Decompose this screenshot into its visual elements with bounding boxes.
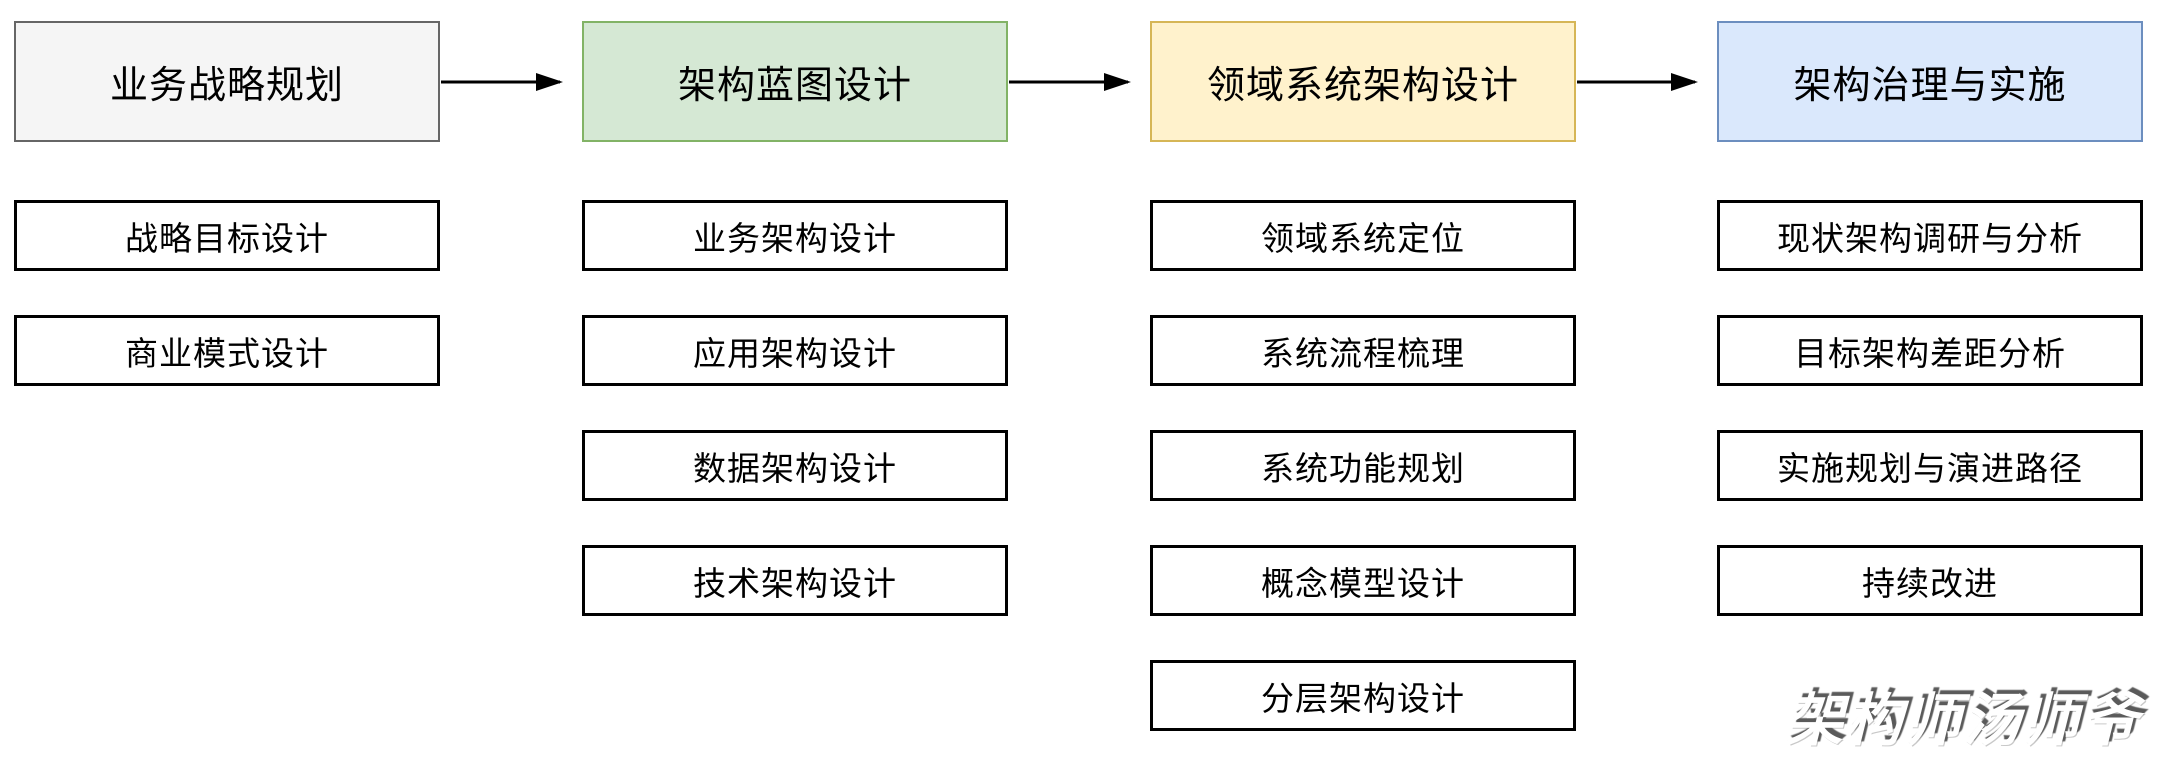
column-items: 现状架构调研与分析 目标架构差距分析 实施规划与演进路径 持续改进 (1717, 200, 2143, 616)
item-current-architecture-research-analysis: 现状架构调研与分析 (1717, 200, 2143, 271)
item-data-architecture-design: 数据架构设计 (582, 430, 1008, 501)
item-system-function-planning: 系统功能规划 (1150, 430, 1576, 501)
item-target-architecture-gap-analysis: 目标架构差距分析 (1717, 315, 2143, 386)
item-technology-architecture-design: 技术架构设计 (582, 545, 1008, 616)
column-items: 领域系统定位 系统流程梳理 系统功能规划 概念模型设计 分层架构设计 (1150, 200, 1576, 731)
watermark: 架构师汤师爷 (1786, 689, 2140, 753)
item-domain-system-positioning: 领域系统定位 (1150, 200, 1576, 271)
header-business-strategy-planning: 业务战略规划 (14, 21, 440, 142)
column-items: 业务架构设计 应用架构设计 数据架构设计 技术架构设计 (582, 200, 1008, 616)
item-implementation-planning-evolution-path: 实施规划与演进路径 (1717, 430, 2143, 501)
item-business-architecture-design: 业务架构设计 (582, 200, 1008, 271)
column-items: 战略目标设计 商业模式设计 (14, 200, 440, 386)
item-business-model-design: 商业模式设计 (14, 315, 440, 386)
header-architecture-blueprint-design: 架构蓝图设计 (582, 21, 1008, 142)
item-application-architecture-design: 应用架构设计 (582, 315, 1008, 386)
item-continuous-improvement: 持续改进 (1717, 545, 2143, 616)
item-strategy-goal-design: 战略目标设计 (14, 200, 440, 271)
item-layered-architecture-design: 分层架构设计 (1150, 660, 1576, 731)
item-system-process-sorting: 系统流程梳理 (1150, 315, 1576, 386)
header-architecture-governance-implementation: 架构治理与实施 (1717, 21, 2143, 142)
header-domain-system-architecture-design: 领域系统架构设计 (1150, 21, 1576, 142)
item-concept-model-design: 概念模型设计 (1150, 545, 1576, 616)
